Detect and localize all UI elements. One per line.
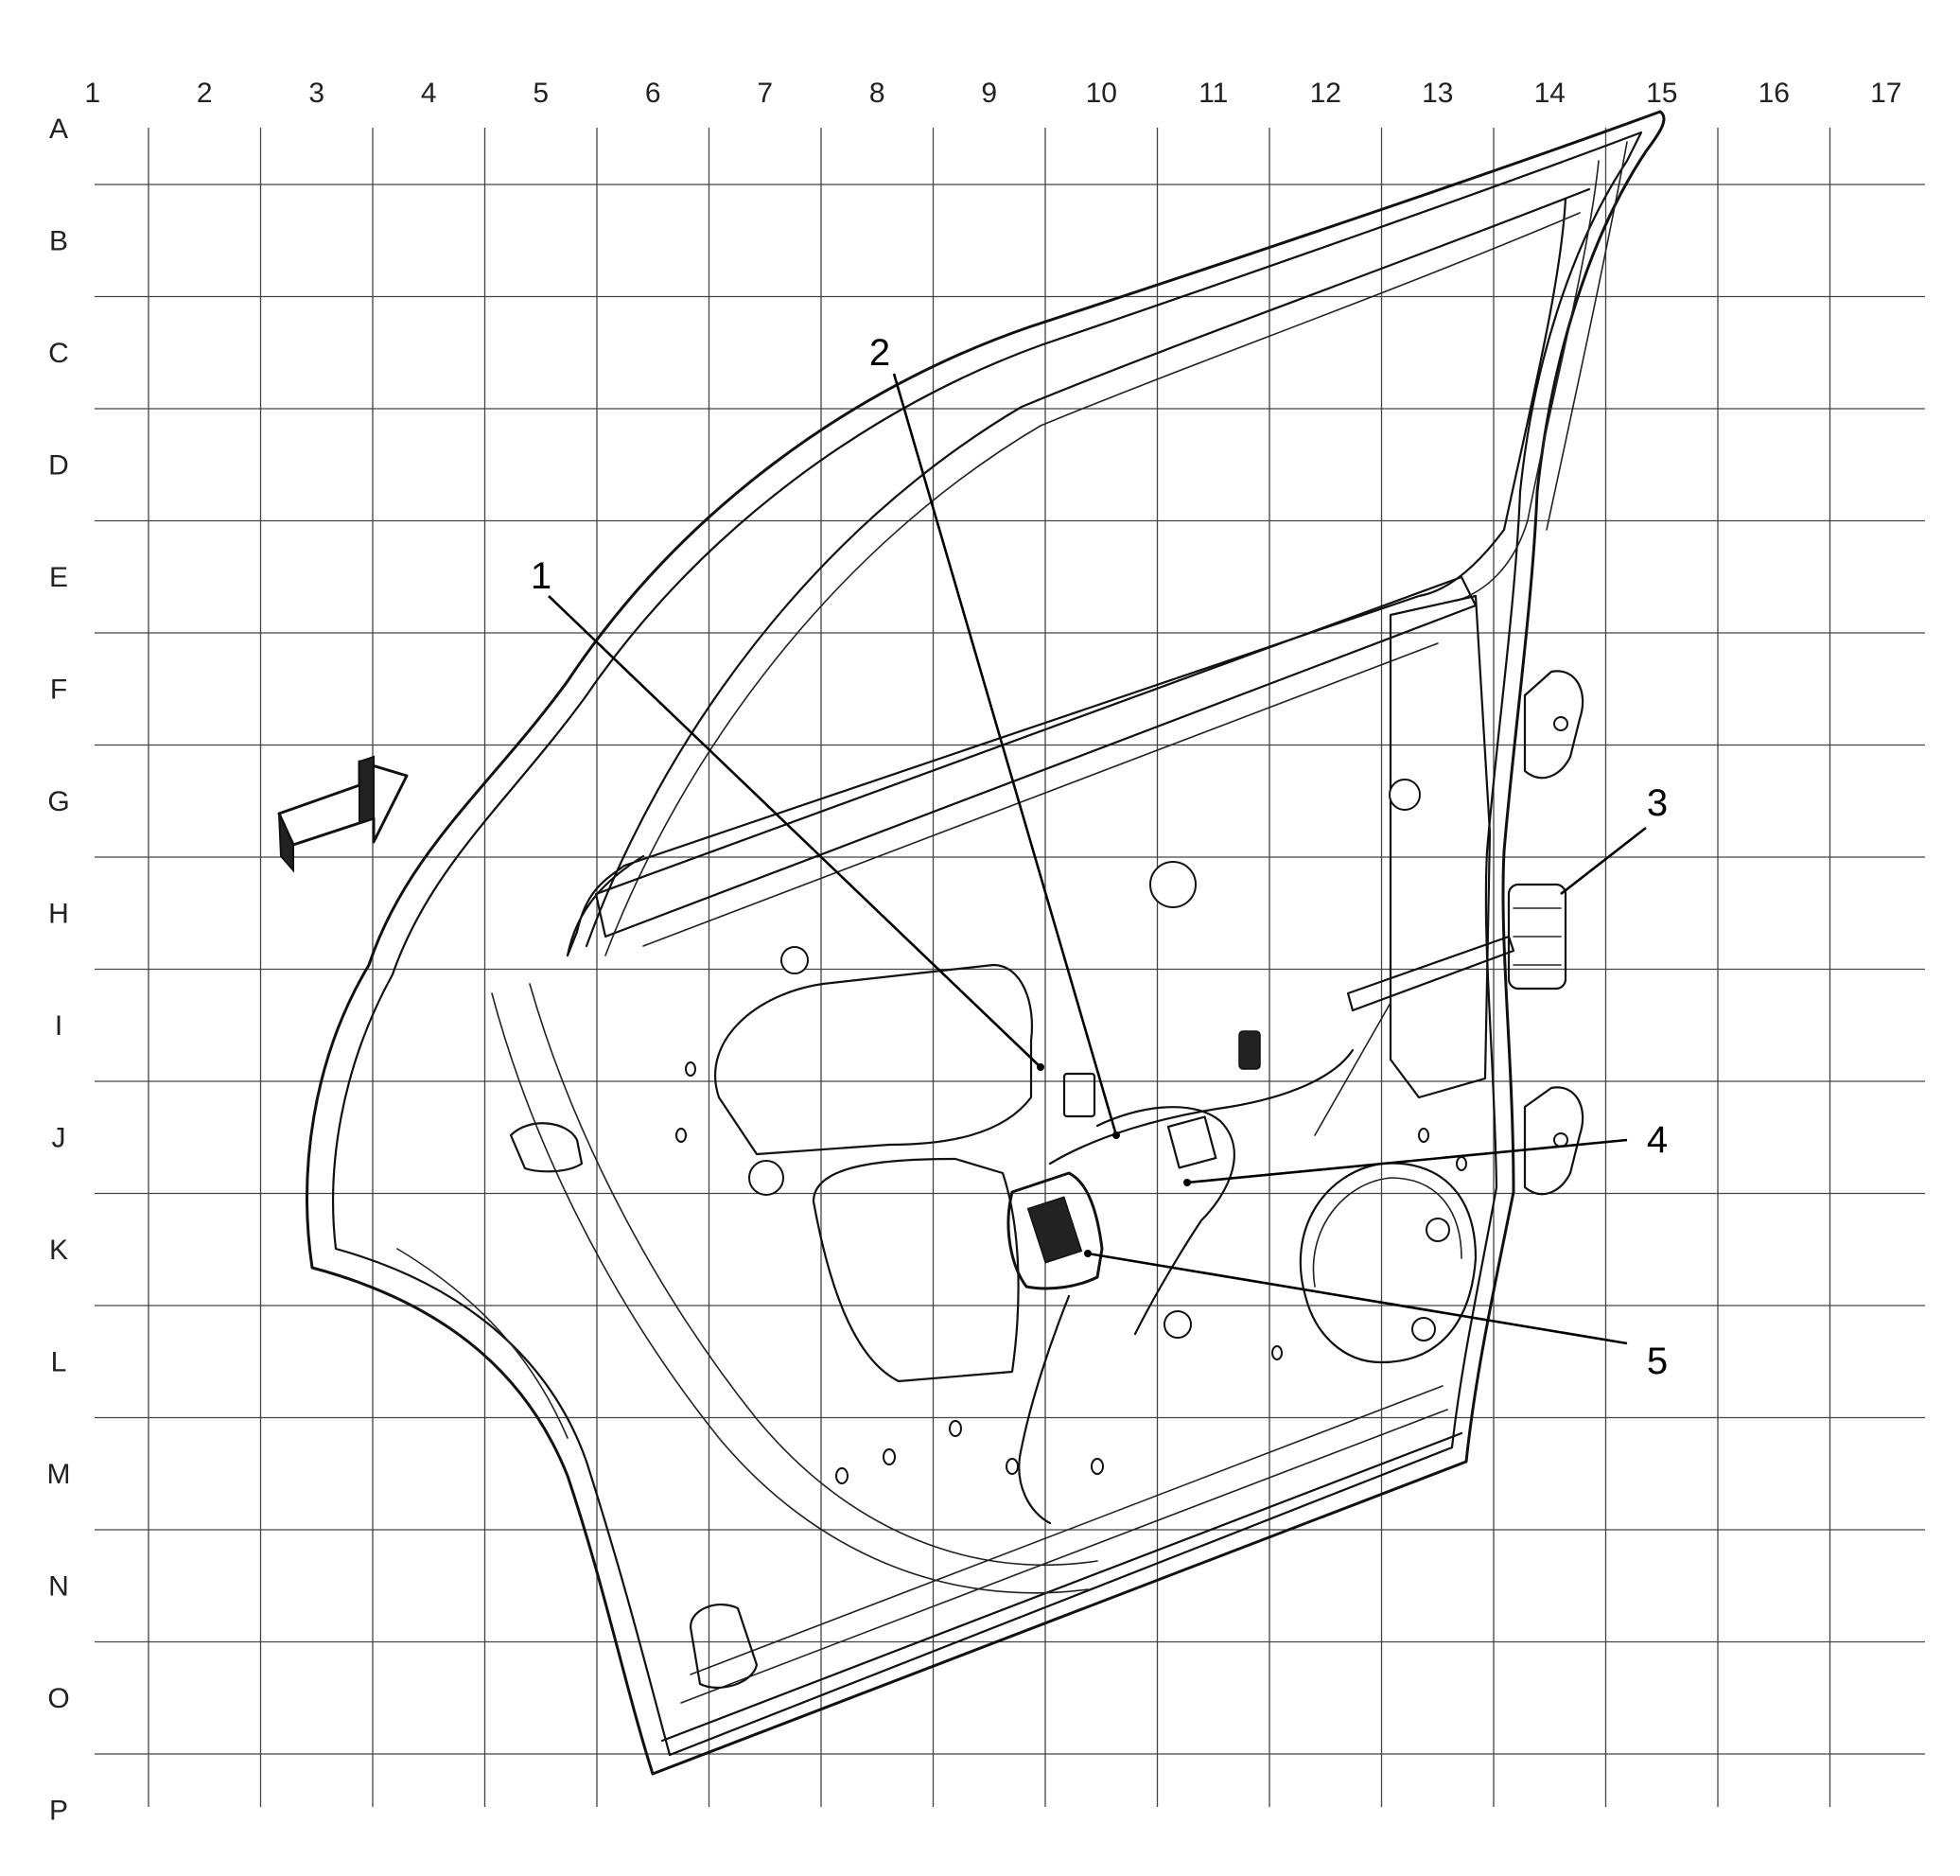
grid-column-label: 13 — [1422, 78, 1453, 109]
grid-column-label: 2 — [197, 78, 213, 109]
grid-row-label: L — [51, 1346, 67, 1377]
grid-row-label: N — [48, 1570, 69, 1602]
grid-row-label: H — [48, 898, 69, 929]
door-bottom-rail — [660, 1431, 1463, 1743]
grid-row-label: A — [49, 114, 68, 145]
handle-recess — [509, 1122, 584, 1173]
grid-row-label: C — [48, 338, 69, 369]
grid-column-label: 8 — [869, 78, 885, 109]
door-panel-illustration — [306, 110, 1666, 1776]
grid-column-label: 11 — [1199, 78, 1228, 109]
leader-1 — [548, 595, 1041, 1068]
door-outer-frame — [306, 110, 1666, 1776]
callout-3: 3 — [1647, 782, 1668, 824]
mounting-holes — [675, 716, 1568, 1484]
harness-connector — [1166, 1115, 1217, 1169]
grid-column-label: 10 — [1086, 78, 1117, 109]
grid-row-label: O — [47, 1683, 69, 1714]
callout-labels: 1 2 3 4 5 — [531, 332, 1668, 1382]
grid-row-labels: A B C D E F G H I J K L M N O P — [47, 114, 71, 1827]
grid-row-label: G — [47, 786, 69, 817]
callout-2: 2 — [869, 332, 890, 374]
lower-hinge — [1523, 1086, 1584, 1196]
grid-lines — [95, 128, 1925, 1807]
lock-module — [1006, 1171, 1104, 1290]
drain-pocket — [689, 1604, 759, 1689]
grid-column-label: 9 — [981, 78, 997, 109]
grid-row-label: D — [48, 449, 69, 481]
callout-4: 4 — [1647, 1119, 1668, 1161]
leader-3 — [1560, 826, 1647, 896]
grid-column-label: 16 — [1759, 78, 1790, 109]
leader-5 — [1087, 1252, 1628, 1345]
door-inner-frame — [332, 131, 1643, 1757]
leader-2 — [892, 373, 1118, 1136]
grid-column-label: 6 — [645, 78, 661, 109]
window-frame — [566, 197, 1567, 957]
front-arrow-icon — [277, 755, 409, 873]
leader-5-dot — [1084, 1250, 1092, 1257]
upper-hinge — [1523, 670, 1584, 780]
grid-row-label: P — [49, 1795, 68, 1826]
inner-panel-opening-lower — [812, 1157, 1020, 1383]
grid-column-label: 12 — [1310, 78, 1341, 109]
leader-2-dot — [1112, 1131, 1120, 1139]
grid-row-label: K — [49, 1235, 68, 1266]
callout-leaders — [548, 373, 1647, 1345]
hinge-plate — [1389, 594, 1492, 1099]
grid-column-label: 5 — [533, 78, 549, 109]
regulator-rail — [1346, 935, 1515, 1012]
callout-1: 1 — [531, 555, 551, 597]
callout-5: 5 — [1647, 1341, 1668, 1382]
leader-4 — [1186, 1138, 1628, 1184]
grid-column-label: 14 — [1534, 78, 1566, 109]
grid-column-label: 15 — [1646, 78, 1677, 109]
grid-column-label: 17 — [1870, 78, 1901, 109]
grid-row-label: J — [52, 1122, 66, 1153]
leader-4-dot — [1183, 1179, 1191, 1186]
grid-row-label: M — [47, 1459, 71, 1490]
grid-row-label: B — [49, 225, 68, 256]
grid-column-label: 3 — [308, 78, 324, 109]
grid-column-label: 1 — [84, 78, 100, 109]
belt-reinforcement — [594, 575, 1478, 938]
wiring-harness — [1048, 1048, 1355, 1166]
grid-row-label: E — [49, 562, 68, 593]
inner-panel-opening-upper — [714, 963, 1033, 1156]
wiring-grommet — [1507, 883, 1567, 991]
speaker-opening — [1299, 1162, 1478, 1364]
leader-1-dot — [1037, 1063, 1044, 1071]
grid-row-label: F — [50, 674, 67, 705]
grid-row-label: I — [55, 1010, 62, 1042]
grid-column-label: 7 — [757, 78, 773, 109]
grid-column-label: 4 — [421, 78, 437, 109]
